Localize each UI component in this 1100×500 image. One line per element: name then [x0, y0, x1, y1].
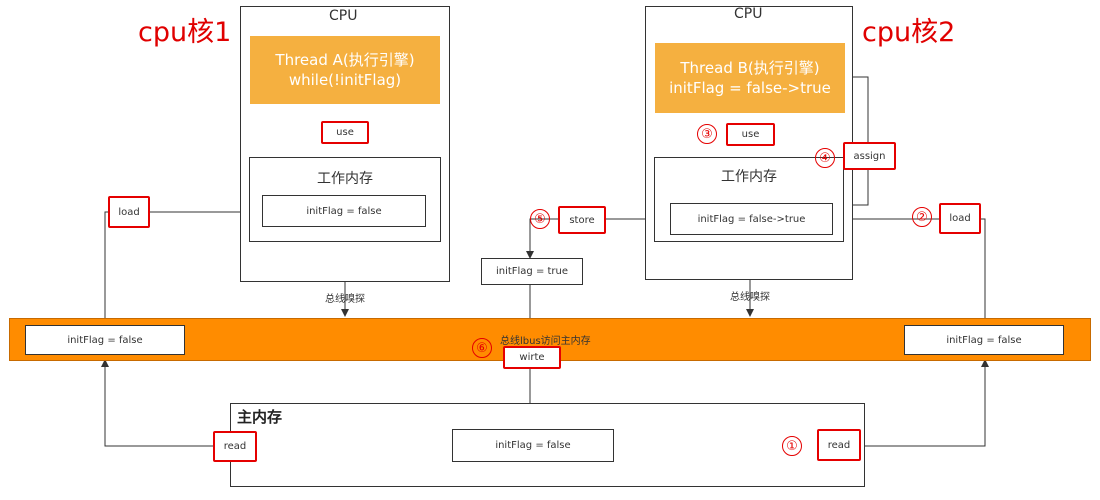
store-value-box: initFlag = true	[481, 258, 583, 285]
use-op-2: use	[726, 123, 775, 146]
step-2-marker: ②	[912, 207, 932, 227]
bus-left-value: initFlag = false	[25, 325, 185, 355]
working-memory-2-title: 工作内存	[721, 169, 777, 185]
use-op-1: use	[321, 121, 369, 144]
cpu1-label: CPU	[329, 8, 358, 24]
main-memory-value: initFlag = false	[452, 429, 614, 462]
write-op: wirte	[503, 346, 561, 369]
store-op: store	[558, 206, 606, 234]
main-memory-title: 主内存	[237, 408, 283, 426]
core2-title: cpu核2	[862, 17, 956, 48]
main-memory	[230, 403, 865, 487]
step-5-marker: ⑤	[530, 209, 550, 229]
thread-a-line2: while(!initFlag)	[288, 71, 402, 89]
cpu2-label: CPU	[734, 6, 763, 22]
thread-a: Thread A(执行引擎) while(!initFlag)	[250, 36, 440, 104]
assign-line	[838, 76, 869, 209]
load-op-right: load	[939, 203, 981, 234]
load-op-left: load	[108, 196, 150, 228]
step-1-marker: ①	[782, 436, 802, 456]
right-load-line	[832, 215, 986, 322]
thread-a-line1: Thread A(执行引擎)	[275, 51, 415, 69]
step-4-marker: ④	[815, 148, 835, 168]
working-memory-1-value: initFlag = false	[262, 195, 426, 227]
bus-right-value: initFlag = false	[904, 325, 1064, 355]
bus-sniff-label-1: 总线嗅探	[325, 294, 365, 305]
bus-sniff-label-2: 总线嗅探	[730, 292, 770, 303]
thread-b-line2: initFlag = false->true	[669, 79, 831, 97]
left-load-line	[104, 208, 263, 322]
read-op-right: read	[817, 429, 861, 461]
core1-title: cpu核1	[138, 17, 232, 48]
working-memory-1-title: 工作内存	[317, 171, 373, 187]
bus-label: 总线lbus访问主内存	[500, 336, 591, 347]
step-6-marker: ⑥	[472, 338, 492, 358]
step-3-marker: ③	[697, 124, 717, 144]
assign-op: assign	[843, 142, 896, 170]
thread-b-line1: Thread B(执行引擎)	[680, 59, 820, 77]
read-op-left: read	[213, 431, 257, 462]
thread-b: Thread B(执行引擎) initFlag = false->true	[655, 43, 845, 113]
working-memory-2-value: initFlag = false->true	[670, 203, 833, 235]
